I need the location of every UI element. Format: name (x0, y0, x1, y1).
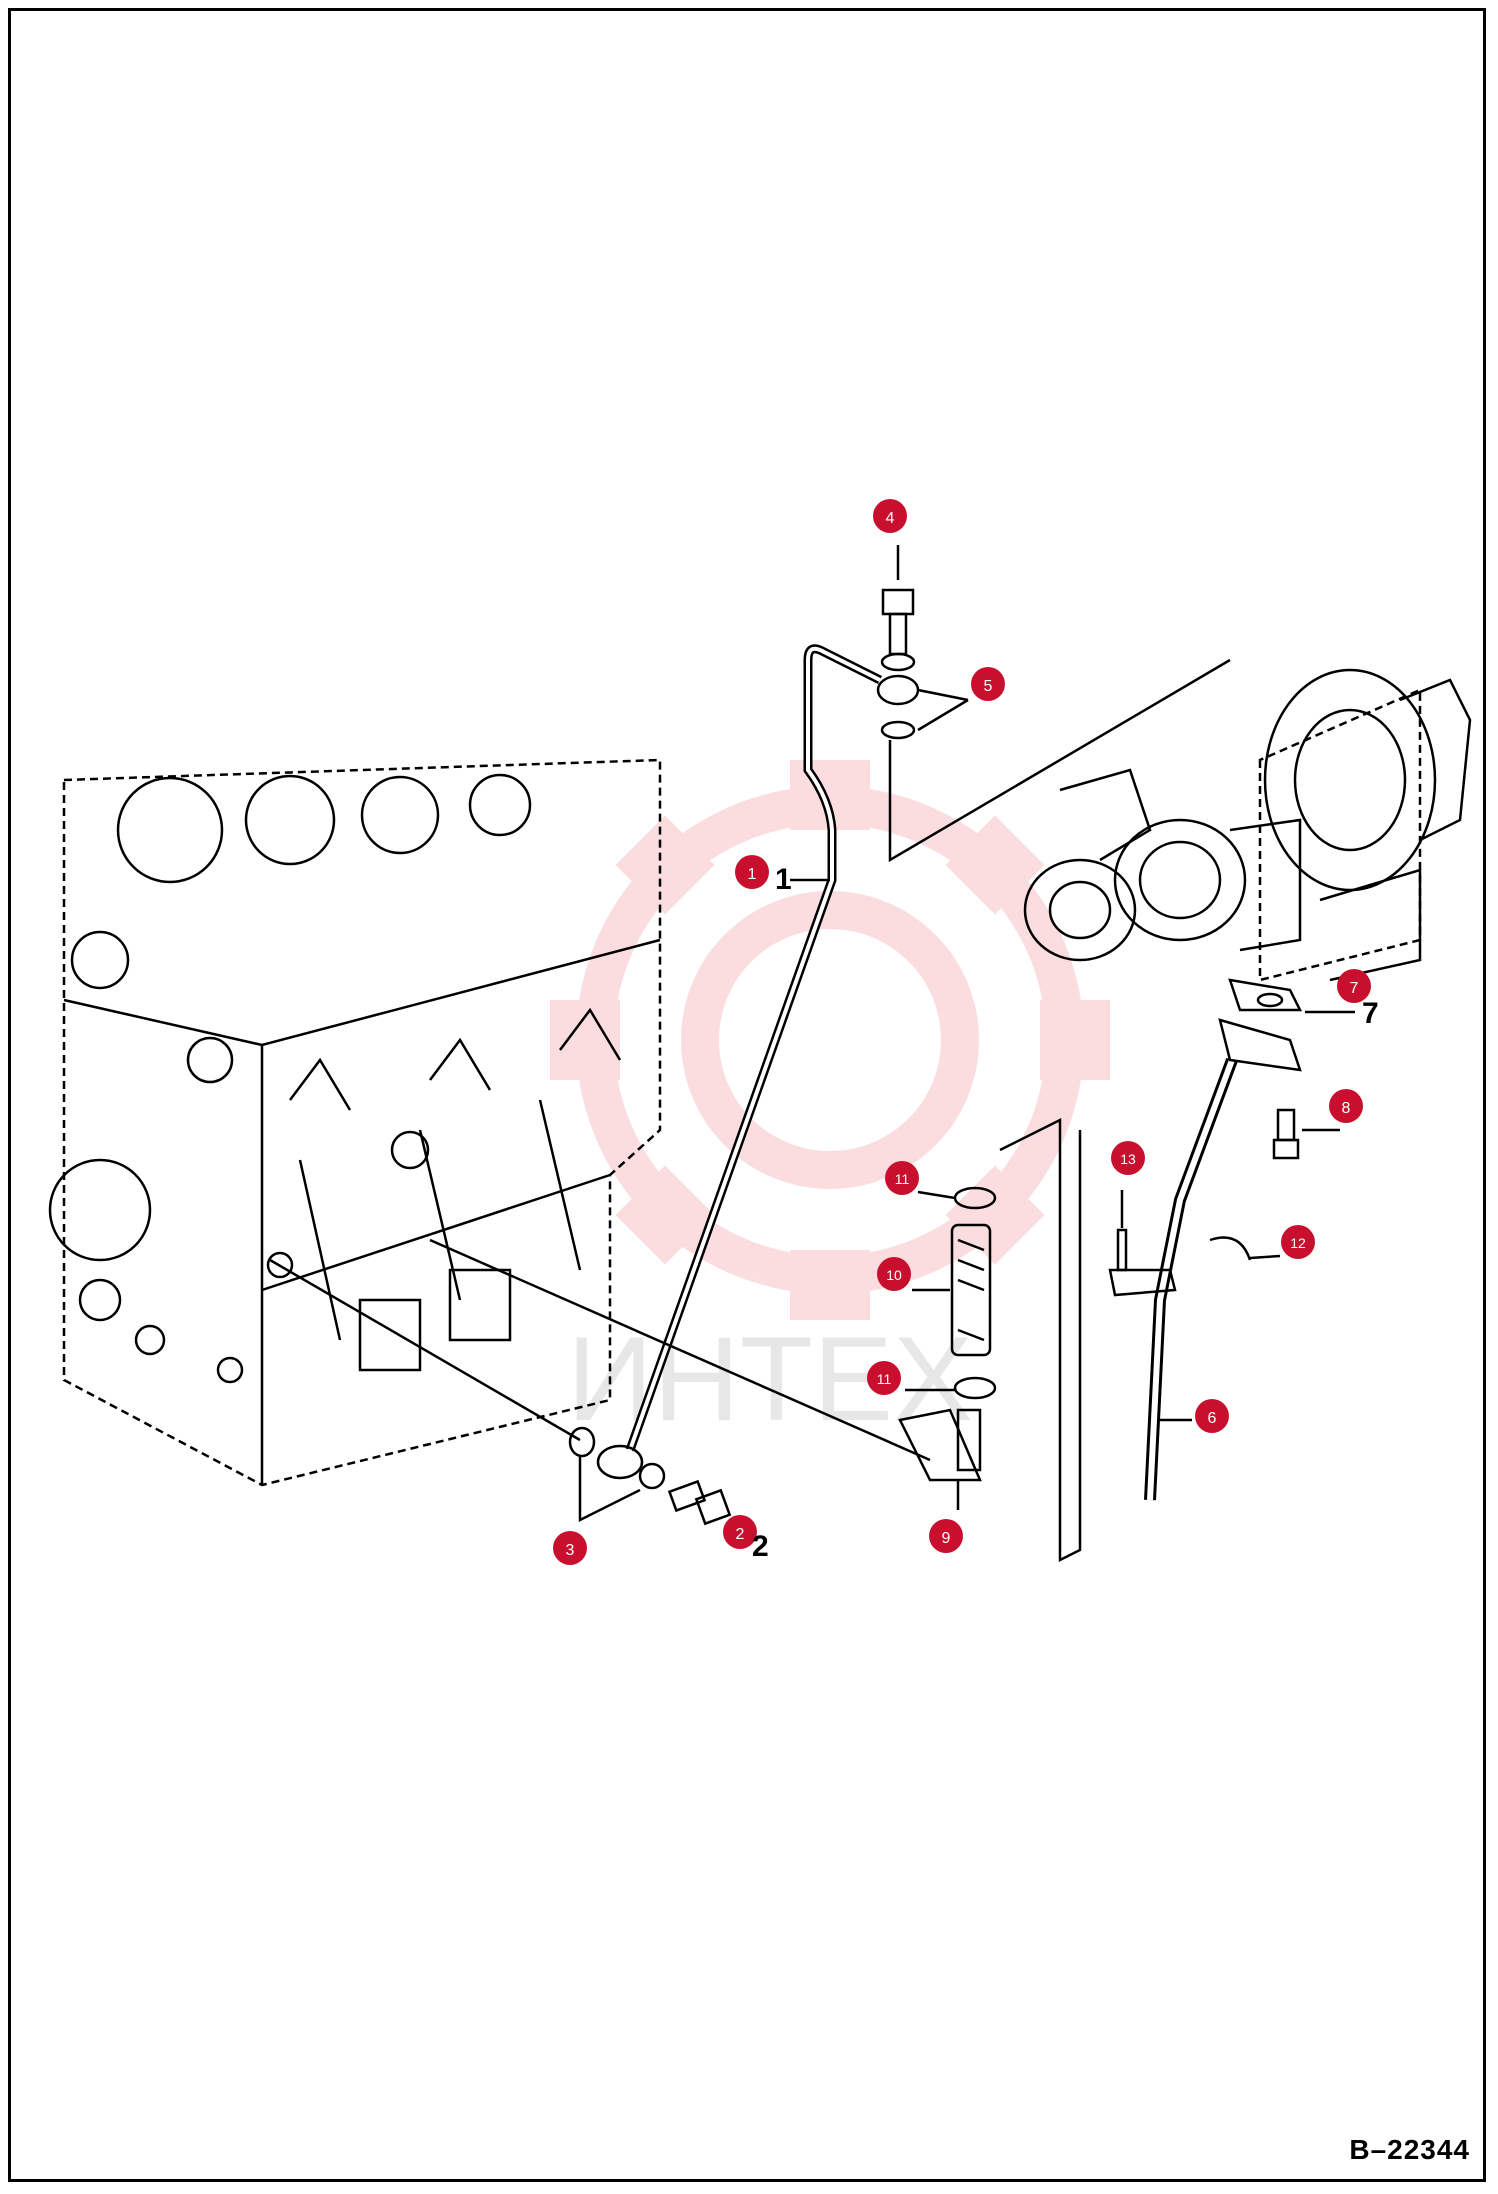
svg-text:4: 4 (886, 510, 895, 527)
hose-assembly (898, 1186, 997, 1482)
reference-code: B–22344 (1349, 2134, 1470, 2165)
callout-11a[interactable]: 11 (885, 1161, 956, 1200)
svg-text:10: 10 (886, 1267, 902, 1283)
callout-5[interactable]: 5 (917, 667, 1005, 732)
callout-marker (735, 855, 769, 889)
callout-4[interactable]: 4 (873, 499, 907, 580)
turbocharger (1023, 668, 1472, 982)
callout-10[interactable]: 10 (877, 1257, 950, 1292)
callout-12[interactable]: 12 (1249, 1225, 1315, 1260)
callout-6[interactable]: 6 (1160, 1399, 1229, 1433)
svg-text:11: 11 (895, 1171, 910, 1187)
callout-13[interactable]: 13 (1111, 1141, 1145, 1228)
svg-text:1: 1 (775, 863, 792, 896)
callout-marker (1281, 1225, 1315, 1259)
callout-marker (877, 1257, 911, 1291)
callout-marker (1337, 969, 1371, 1003)
callout-8[interactable]: 8 (1302, 1089, 1363, 1132)
svg-text:2: 2 (752, 1530, 769, 1563)
callout-marker (929, 1519, 963, 1553)
oil-pipe-assembly (269, 588, 1231, 1526)
callout-2[interactable]: 2 2 (723, 1515, 769, 1563)
drain-pipe-assembly (999, 978, 1303, 1563)
callout-9[interactable]: 9 (929, 1480, 963, 1553)
engine-block (48, 758, 662, 1487)
callout-marker (885, 1161, 919, 1195)
callout-marker (971, 667, 1005, 701)
svg-text:11: 11 (877, 1371, 892, 1387)
svg-text:2: 2 (736, 1526, 745, 1543)
diagram-frame (8, 8, 1486, 2182)
svg-text:7: 7 (1362, 997, 1379, 1030)
svg-text:9: 9 (942, 1530, 951, 1547)
watermark-text: ИНТЕХ (567, 1312, 973, 1446)
svg-text:3: 3 (566, 1542, 575, 1559)
callout-marker (873, 499, 907, 533)
svg-text:6: 6 (1208, 1410, 1217, 1427)
svg-text:13: 13 (1120, 1151, 1136, 1167)
svg-text:12: 12 (1290, 1235, 1306, 1251)
callout-marker (723, 1515, 757, 1549)
svg-text:5: 5 (984, 678, 993, 695)
callout-11b[interactable]: 11 (867, 1361, 955, 1395)
callout-marker (1195, 1399, 1229, 1433)
callout-3[interactable]: 3 (553, 1531, 587, 1565)
callout-7[interactable]: 7 7 (1305, 969, 1379, 1030)
callout-marker (1329, 1089, 1363, 1123)
callout-marker (867, 1361, 901, 1395)
svg-text:7: 7 (1350, 980, 1359, 997)
svg-text:8: 8 (1342, 1100, 1351, 1117)
callout-marker (1111, 1141, 1145, 1175)
svg-text:1: 1 (748, 866, 757, 883)
callout-marker (553, 1531, 587, 1565)
callout-1[interactable]: 1 1 (735, 855, 830, 896)
